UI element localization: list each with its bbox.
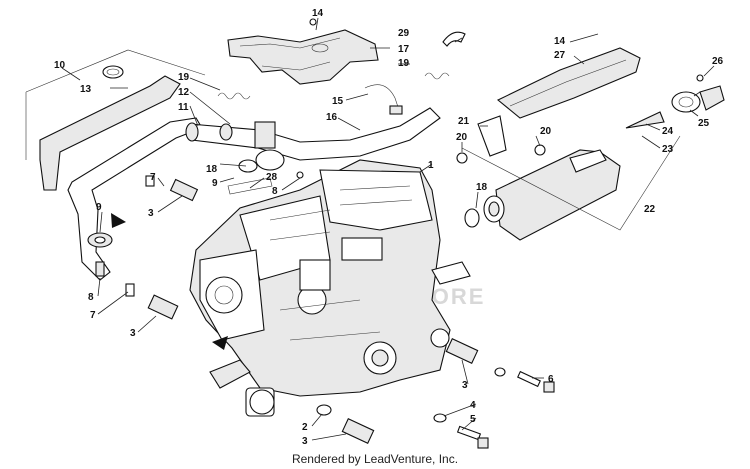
callout-19a: 19 [178, 72, 190, 83]
callout-24: 24 [662, 126, 674, 137]
callout-7b: 7 [90, 310, 96, 321]
callout-9b: 9 [212, 178, 218, 189]
callout-18a: 18 [206, 164, 218, 175]
callout-2: 2 [302, 422, 308, 433]
callout-18b: 18 [476, 182, 488, 193]
callout-21: 21 [458, 116, 470, 127]
callout-9a: 9 [96, 202, 102, 213]
callout-28: 28 [266, 172, 278, 183]
callout-20a: 20 [456, 132, 468, 143]
callout-7a: 7 [150, 172, 156, 183]
muffler-group [456, 47, 725, 241]
header-pipe-group [25, 49, 206, 281]
callout-27: 27 [554, 50, 566, 61]
callout-8b: 8 [272, 186, 278, 197]
heat-shield-front [217, 18, 466, 115]
callout-15: 15 [332, 96, 344, 107]
arrow-marker-upper [111, 213, 126, 228]
callout-10: 10 [54, 60, 66, 71]
callout-8a: 8 [88, 292, 94, 303]
callout-22: 22 [644, 204, 656, 215]
callout-3b: 3 [130, 328, 136, 339]
callout-13: 13 [80, 84, 92, 95]
callout-6: 6 [548, 374, 554, 385]
callout-14b: 14 [554, 36, 566, 47]
callout-16: 16 [326, 112, 338, 123]
callout-4: 4 [470, 400, 476, 411]
callout-11: 11 [178, 102, 189, 113]
callout-17: 17 [398, 44, 410, 55]
callout-23: 23 [662, 144, 674, 155]
callout-29: 29 [398, 28, 410, 39]
engine-mounts [125, 175, 555, 449]
callout-20b: 20 [540, 126, 552, 137]
arrow-marker-lower [212, 336, 228, 350]
mid-pipe [185, 107, 441, 195]
callout-25: 25 [698, 118, 710, 129]
callout-12: 12 [178, 87, 190, 98]
callout-5: 5 [470, 414, 476, 425]
callout-1: 1 [428, 160, 434, 171]
engine-assembly [189, 159, 471, 417]
callout-labels: 1 2 3 3 3 3 4 5 6 7 7 8 8 9 9 10 11 12 1… [54, 8, 724, 447]
callout-3d: 3 [462, 380, 468, 391]
leader-lines [61, 17, 715, 441]
callout-19b: 19 [398, 58, 410, 69]
footer-credit: Rendered by LeadVenture, Inc. [291, 452, 459, 466]
callout-14a: 14 [312, 8, 324, 19]
callout-3a: 3 [148, 208, 154, 219]
callout-3c: 3 [302, 436, 308, 447]
callout-26: 26 [712, 56, 724, 67]
